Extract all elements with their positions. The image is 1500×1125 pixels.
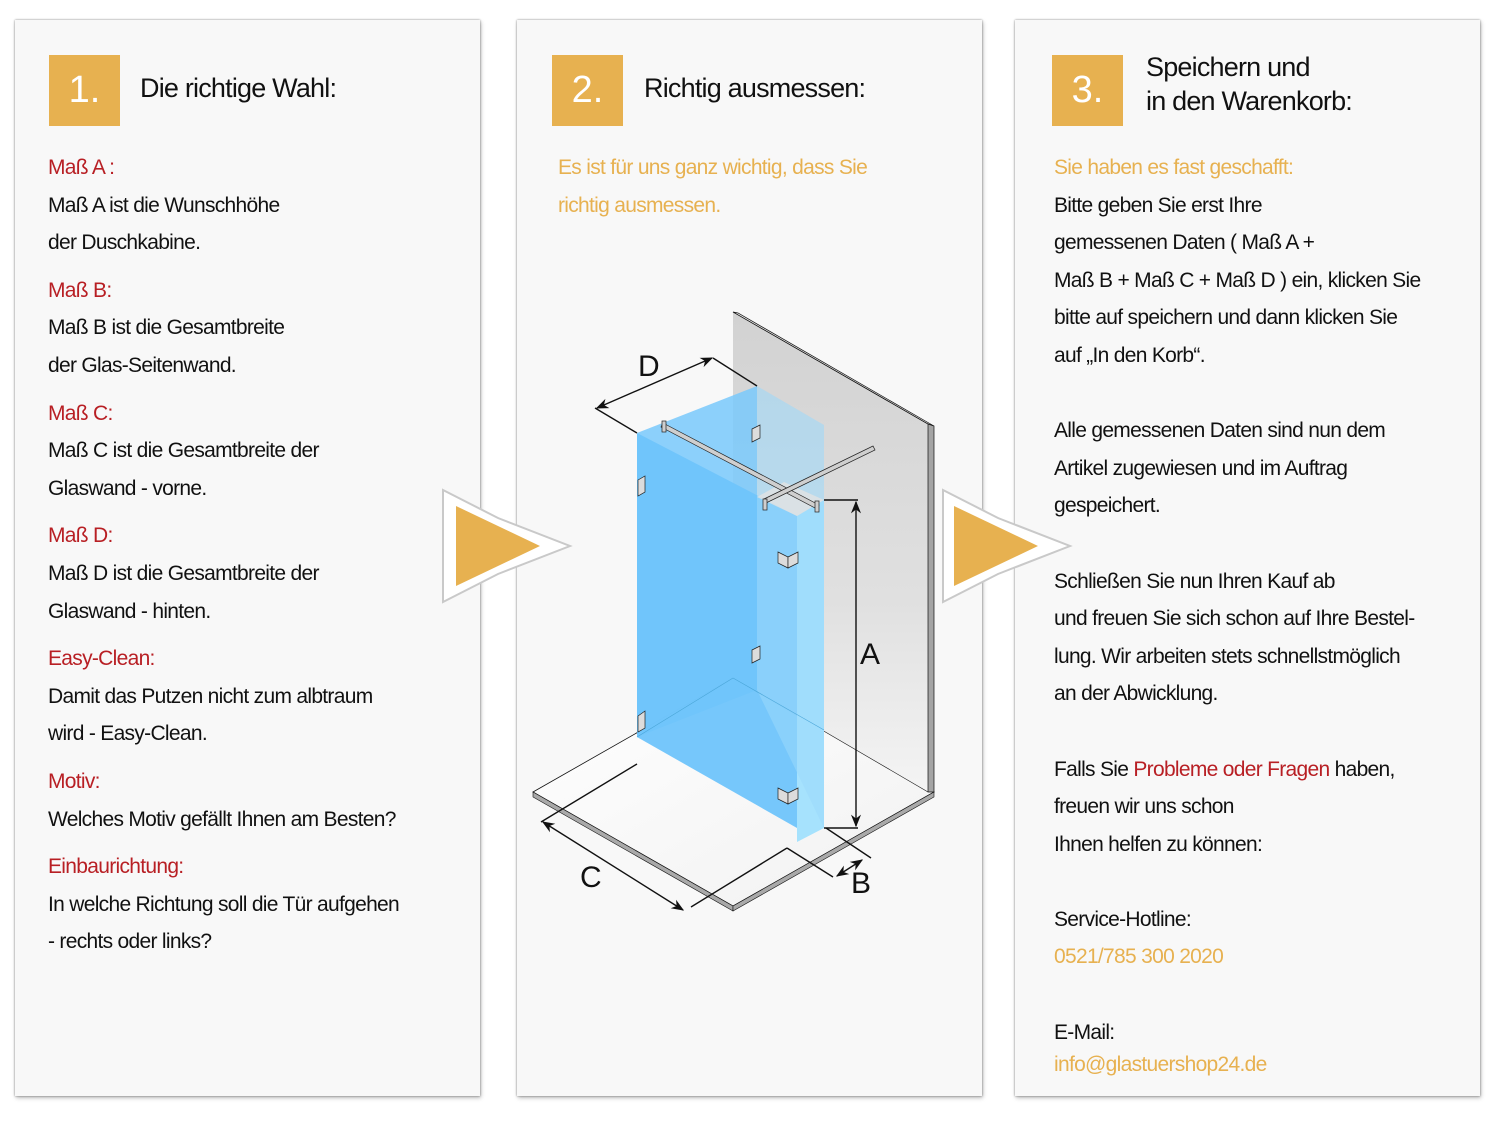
glass-enclosure bbox=[636, 386, 825, 842]
step-3-title: Speichern und in den Warenkorb: bbox=[1146, 50, 1353, 118]
help-prefix: Falls Sie bbox=[1054, 757, 1134, 781]
section-text: Glaswand - vorne. bbox=[48, 476, 207, 500]
section-label-easy-clean: Easy-Clean: bbox=[48, 647, 155, 671]
section-text: der Glas-Seitenwand. bbox=[48, 353, 237, 377]
section-text: Maß D ist die Gesamtbreite der bbox=[48, 561, 319, 585]
step-2-badge: 2. bbox=[552, 55, 623, 126]
dimension-lines bbox=[540, 357, 872, 911]
step-3-badge: 3. bbox=[1052, 55, 1123, 126]
body-line: lung. Wir arbeiten stets schnellstmöglic… bbox=[1054, 644, 1401, 668]
body-line: an der Abwicklung. bbox=[1054, 682, 1218, 706]
step-1-badge: 1. bbox=[49, 55, 120, 126]
body-line: Bitte geben Sie erst Ihre bbox=[1054, 193, 1263, 217]
section-text: In welche Richtung soll die Tür aufgehen bbox=[48, 892, 400, 916]
section-text: Glaswand - hinten. bbox=[48, 599, 211, 623]
body-line: bitte auf speichern und dann klicken Sie bbox=[1054, 306, 1398, 330]
dimension-label-d: D bbox=[638, 350, 660, 383]
step-arrow-right-icon bbox=[942, 488, 1073, 604]
section-text: - rechts oder links? bbox=[48, 930, 212, 954]
intro-line: richtig ausmessen. bbox=[558, 193, 721, 217]
step-arrow-right-icon bbox=[442, 488, 573, 604]
body-line: auf „In den Korb“. bbox=[1054, 343, 1206, 367]
section-label-mass-a: Maß A : bbox=[48, 156, 115, 179]
glass-clamp-icon bbox=[637, 424, 799, 805]
step-2-intro: Es ist für uns ganz wichtig, dass Sie ri… bbox=[558, 149, 868, 224]
email-link[interactable]: info@glastuershop24.de bbox=[1054, 1052, 1267, 1076]
section-text: Maß A ist die Wunschhöhe bbox=[48, 193, 280, 217]
section-label-motiv: Motiv: bbox=[48, 769, 101, 793]
help-highlight: Probleme oder Fragen bbox=[1133, 757, 1330, 781]
section-text: der Duschkabine. bbox=[48, 231, 201, 255]
section-text: Welches Motiv gefällt Ihnen am Besten? bbox=[48, 807, 396, 831]
email-label: E-Mail: bbox=[1054, 1020, 1115, 1044]
dimension-labels: D A C B bbox=[580, 350, 880, 900]
hotline-label: Service-Hotline: bbox=[1054, 907, 1192, 931]
intro-line: Es ist für uns ganz wichtig, dass Sie bbox=[558, 156, 868, 179]
step-3-intro: Sie haben es fast geschafft: bbox=[1054, 156, 1294, 179]
step-2-title: Richtig ausmessen: bbox=[644, 73, 866, 103]
dimension-label-a: A bbox=[860, 638, 880, 671]
body-line: Ihnen helfen zu können: bbox=[1054, 832, 1263, 856]
step-1-title: Die richtige Wahl: bbox=[140, 73, 337, 103]
section-label-mass-d: Maß D: bbox=[48, 524, 113, 548]
section-text: Maß B ist die Gesamtbreite bbox=[48, 316, 285, 340]
body-line: und freuen Sie sich schon auf Ihre Beste… bbox=[1054, 607, 1415, 631]
stabilizer-bar-icon bbox=[660, 420, 876, 513]
body-line: Maß B + Maß C + Maß D ) ein, klicken Sie bbox=[1054, 268, 1421, 292]
body-line: freuen wir uns schon bbox=[1054, 795, 1234, 819]
help-suffix: haben, bbox=[1329, 757, 1396, 781]
dimension-label-c: C bbox=[580, 861, 602, 894]
body-line: Alle gemessenen Daten sind nun dem bbox=[1054, 419, 1386, 443]
step-3-title-line: Speichern und bbox=[1146, 52, 1311, 82]
section-label-einbaurichtung: Einbaurichtung: bbox=[48, 855, 184, 879]
step-1-sections: Maß A : Maß A ist die Wunschhöhe der Dus… bbox=[48, 149, 400, 961]
section-label-mass-c: Maß C: bbox=[48, 401, 113, 425]
step-3-panel: 3. Speichern und in den Warenkorb: Sie h… bbox=[1015, 20, 1480, 1096]
step-3-title-line: in den Warenkorb: bbox=[1146, 86, 1353, 116]
section-text: Damit das Putzen nicht zum albtraum bbox=[48, 684, 373, 708]
section-text: wird - Easy-Clean. bbox=[48, 722, 208, 746]
body-line: Schließen Sie nun Ihren Kauf ab bbox=[1054, 569, 1335, 593]
section-label-mass-b: Maß B: bbox=[48, 278, 112, 302]
help-line: Falls Sie Probleme oder Fragen haben, bbox=[1054, 751, 1420, 789]
step-3-body: Sie haben es fast geschafft: Bitte geben… bbox=[1054, 149, 1421, 1083]
body-line: gespeichert. bbox=[1054, 494, 1161, 518]
body-line: Artikel zugewiesen und im Auftrag bbox=[1054, 456, 1348, 480]
body-line: gemessenen Daten ( Maß A + bbox=[1054, 231, 1315, 255]
dimension-label-b: B bbox=[851, 867, 871, 900]
section-text: Maß C ist die Gesamtbreite der bbox=[48, 439, 319, 463]
hotline-number-link[interactable]: 0521/785 300 2020 bbox=[1054, 945, 1224, 969]
step-1-panel: 1. Die richtige Wahl: Maß A : Maß A ist … bbox=[15, 20, 480, 1096]
